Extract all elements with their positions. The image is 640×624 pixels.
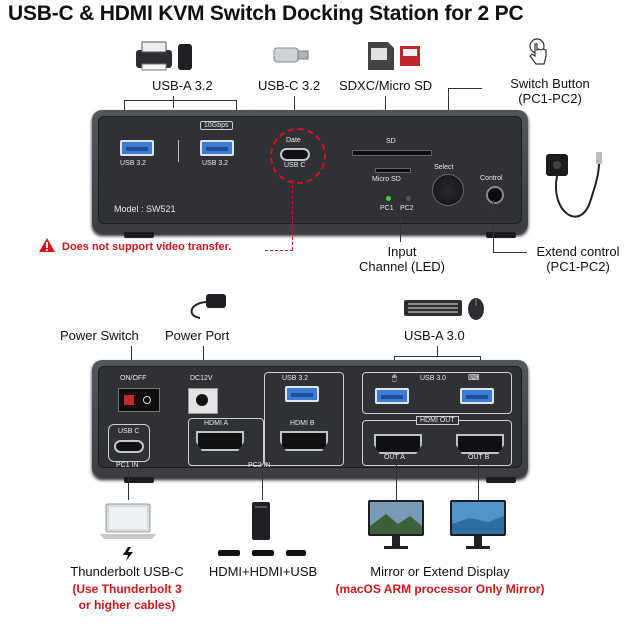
switch-button-callout-line1: Switch Button	[510, 76, 590, 91]
pc1-led	[386, 196, 391, 201]
pc1-label: PC1	[380, 205, 394, 212]
usb-a-port-4[interactable]	[460, 388, 494, 404]
usb-c-port-front[interactable]	[280, 148, 310, 161]
extend-control-callout-line1: Extend control	[536, 244, 620, 259]
usbc-highlight-circle	[270, 128, 326, 184]
warning-text: Does not support video transfer.	[62, 241, 232, 253]
data-label: Date	[286, 137, 301, 144]
mouse-small-icon: 🖱	[392, 373, 397, 382]
warning-icon	[39, 238, 55, 252]
hdmi-b-port[interactable]	[280, 431, 328, 451]
control-jack[interactable]	[486, 186, 504, 204]
outb-label: OUT B	[468, 454, 490, 461]
usb-a-port-2[interactable]	[200, 140, 234, 156]
mirror-note: (macOS ARM processor Only Mirror)	[335, 582, 545, 596]
hdmib-label: HDMI B	[290, 420, 315, 427]
select-label: Select	[434, 164, 454, 171]
laptop-icon	[100, 503, 156, 539]
switch-button-callout-line2: (PC1-PC2)	[518, 91, 582, 106]
sd-callout: SDXC/Micro SD	[339, 78, 433, 93]
hdmi-a-port[interactable]	[196, 431, 244, 451]
usb-port-2-label: USB 3.2	[202, 160, 229, 167]
power-port[interactable]	[188, 388, 218, 414]
printer-icon	[136, 41, 192, 71]
mirror-callout: Mirror or Extend Display	[370, 564, 510, 579]
usba30-callout: USB-A 3.0	[404, 328, 465, 343]
page-title: USB-C & HDMI KVM Switch Docking Station …	[8, 2, 524, 25]
thunderbolt-note-line2: or higher cables)	[78, 598, 176, 612]
pc-tower-icon	[252, 502, 270, 540]
hdmia-label: HDMI A	[204, 420, 229, 427]
mouse-icon	[468, 298, 484, 320]
thunderbolt-callout: Thunderbolt USB-C	[70, 564, 184, 579]
monitor-icon	[368, 500, 424, 549]
speed-label: 10Gbps	[200, 121, 233, 130]
sd-slot[interactable]	[352, 150, 432, 156]
usb-c-port-back[interactable]	[114, 440, 144, 453]
switch-button-callout: Switch Button (PC1-PC2)	[480, 76, 620, 106]
usb-a-port-back-pc2[interactable]	[285, 386, 319, 402]
usbc-callout: USB-C 3.2	[258, 78, 321, 93]
cable-strip-icon	[218, 548, 306, 558]
pc1in-label: PC1 IN	[116, 462, 139, 469]
pc2-label: PC2	[400, 205, 414, 212]
usb-flash-drive-icon	[273, 47, 309, 63]
extend-control-callout-line2: (PC1-PC2)	[546, 259, 610, 274]
extend-control-callout: Extend control (PC1-PC2)	[526, 244, 630, 274]
microsd-label: Micro SD	[372, 176, 401, 183]
input-channel-callout-line2: Channel (LED)	[359, 259, 445, 274]
sd-label: SD	[386, 138, 396, 145]
power-switch[interactable]	[118, 388, 160, 412]
hdmi-usb-callout: HDMI+HDMI+USB	[208, 564, 318, 579]
model-label: Model : SW521	[114, 204, 176, 214]
usb-a-port-1[interactable]	[120, 140, 154, 156]
power-port-callout: Power Port	[165, 328, 230, 343]
power-switch-callout: Power Switch	[60, 328, 139, 343]
input-channel-callout: Input Channel (LED)	[340, 244, 464, 274]
monitor-icon-2	[450, 500, 506, 549]
select-button[interactable]	[432, 174, 464, 206]
usb-a-port-3[interactable]	[375, 388, 409, 404]
hdmi-out-b-port[interactable]	[456, 434, 504, 454]
hdmi-out-a-port[interactable]	[374, 434, 422, 454]
power-adapter-icon	[190, 294, 226, 319]
usb32-back-label: USB 3.2	[282, 375, 309, 382]
usbc-front-label: USB C	[284, 162, 306, 169]
outa-label: OUT A	[384, 454, 405, 461]
sd-card-icon	[368, 42, 420, 70]
pc2-led	[406, 196, 411, 201]
usb-port-1-label: USB 3.2	[120, 160, 147, 167]
keyboard-icon	[404, 300, 462, 316]
thunderbolt-note-line1: (Use Thunderbolt 3	[72, 582, 182, 596]
hdmiout-label: HDMI OUT	[416, 416, 459, 425]
microsd-slot[interactable]	[375, 168, 411, 173]
dc12v-label: DC12V	[190, 375, 213, 382]
usb30-label: USB 3.0	[420, 375, 447, 382]
pc2in-label: PC2 IN	[248, 462, 271, 469]
usbc-back-label: USB C	[118, 428, 140, 435]
keyboard-small-icon: ⌨	[468, 373, 480, 382]
usba-callout: USB-A 3.2	[152, 78, 213, 93]
onoff-label: ON/OFF	[120, 375, 147, 382]
input-channel-callout-line1: Input	[387, 244, 417, 259]
hand-pointer-icon	[529, 38, 547, 65]
thunderbolt-icon	[123, 547, 133, 561]
extend-control-cable-icon	[546, 152, 602, 218]
control-label: Control	[480, 175, 503, 182]
